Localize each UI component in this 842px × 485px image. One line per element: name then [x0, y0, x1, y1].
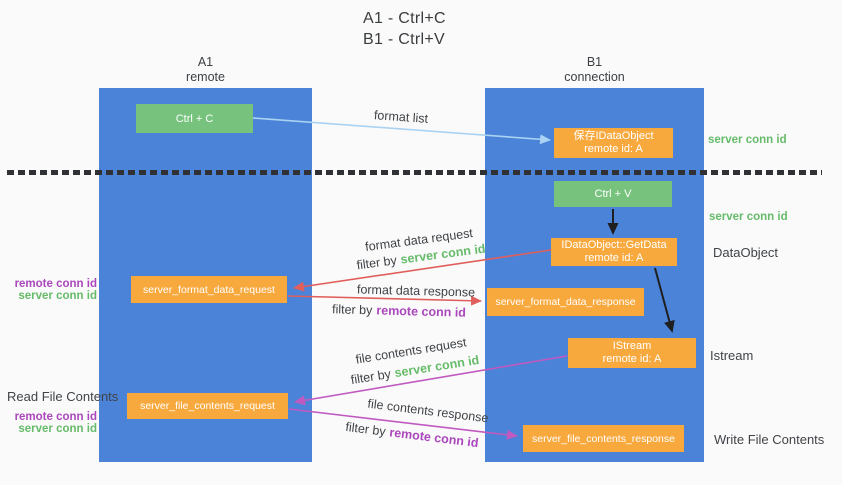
idataobject-getdata-label: IDataObject::GetData [561, 239, 667, 251]
server-conn-id-annotation-top: server conn id [708, 134, 787, 146]
lifeline-header-b1: B1 connection [485, 55, 704, 85]
idataobject-getdata-remote-id: remote id: A [584, 252, 644, 264]
node-idataobject-getdata: IDataObject::GetData remote id: A [551, 238, 677, 266]
node-server-format-data-response: server_format_data_response [487, 288, 644, 316]
ctrl-c-label: Ctrl + C [175, 112, 214, 125]
ctrl-v-label: Ctrl + V [594, 188, 632, 200]
conn-id-annotation-pair-1: remote conn id server conn id [0, 278, 97, 302]
lifeline-b1-name: B1 [586, 55, 603, 69]
remote-conn-id-text: remote conn id [388, 425, 480, 451]
read-file-contents-annotation: Read File Contents [7, 389, 119, 404]
node-istream: IStream remote id: A [568, 338, 696, 368]
server-format-data-response-label: server_format_data_response [495, 296, 636, 308]
cut-separator-line [7, 170, 822, 175]
filter-by-text: filter by [331, 302, 373, 318]
istream-label: IStream [612, 340, 652, 352]
filter-by-text: filter by [355, 253, 398, 273]
lifeline-a1-name: A1 [197, 55, 214, 69]
server-conn-id-annotation-left-1: server conn id [18, 290, 97, 302]
filter-by-text: filter by [349, 366, 392, 388]
format-list-label: format list [373, 108, 429, 126]
remote-conn-id-annotation-2: remote conn id [14, 411, 97, 423]
istream-annotation: Istream [710, 348, 754, 363]
title-line-ctrl-c: A1 - Ctrl+C [363, 10, 446, 27]
server-file-contents-request-label: server_file_contents_request [140, 400, 275, 412]
title-line-ctrl-v: B1 - Ctrl+V [363, 31, 445, 48]
dataobject-annotation: DataObject [713, 245, 779, 260]
filter-by-text: filter by [344, 419, 387, 439]
node-ctrl-c: Ctrl + C [136, 104, 253, 133]
node-ctrl-v: Ctrl + V [554, 181, 672, 207]
file-contents-response-label: file contents response [366, 396, 490, 426]
node-server-file-contents-request: server_file_contents_request [127, 393, 288, 419]
server-format-data-request-label: server_format_data_request [143, 283, 275, 296]
write-file-contents-annotation: Write File Contents [714, 432, 825, 447]
lifeline-b1-role: connection [564, 70, 625, 84]
node-server-format-data-request: server_format_data_request [131, 276, 287, 303]
istream-remote-id: remote id: A [602, 353, 662, 365]
lifeline-header-a1: A1 remote [99, 55, 312, 85]
server-file-contents-response-label: server_file_contents_response [531, 432, 675, 445]
lifeline-a1-role: remote [186, 70, 225, 84]
diagram-title: A1 - Ctrl+C B1 - Ctrl+V [363, 8, 446, 50]
node-save-idataobject: 保存IDataObject remote id: A [554, 128, 673, 158]
save-idataobject-label: 保存IDataObject [573, 130, 654, 142]
remote-conn-id-text: remote conn id [376, 303, 467, 320]
conn-id-annotation-pair-2: remote conn id server conn id [0, 411, 97, 435]
server-conn-id-annotation-mid: server conn id [709, 211, 788, 223]
server-conn-id-annotation-left-2: server conn id [18, 423, 97, 435]
remote-conn-id-annotation-1: remote conn id [14, 278, 97, 290]
format-data-response-label: format data response [356, 282, 476, 300]
save-idataobject-remote-id: remote id: A [584, 143, 643, 155]
node-server-file-contents-response: server_file_contents_response [523, 425, 684, 452]
